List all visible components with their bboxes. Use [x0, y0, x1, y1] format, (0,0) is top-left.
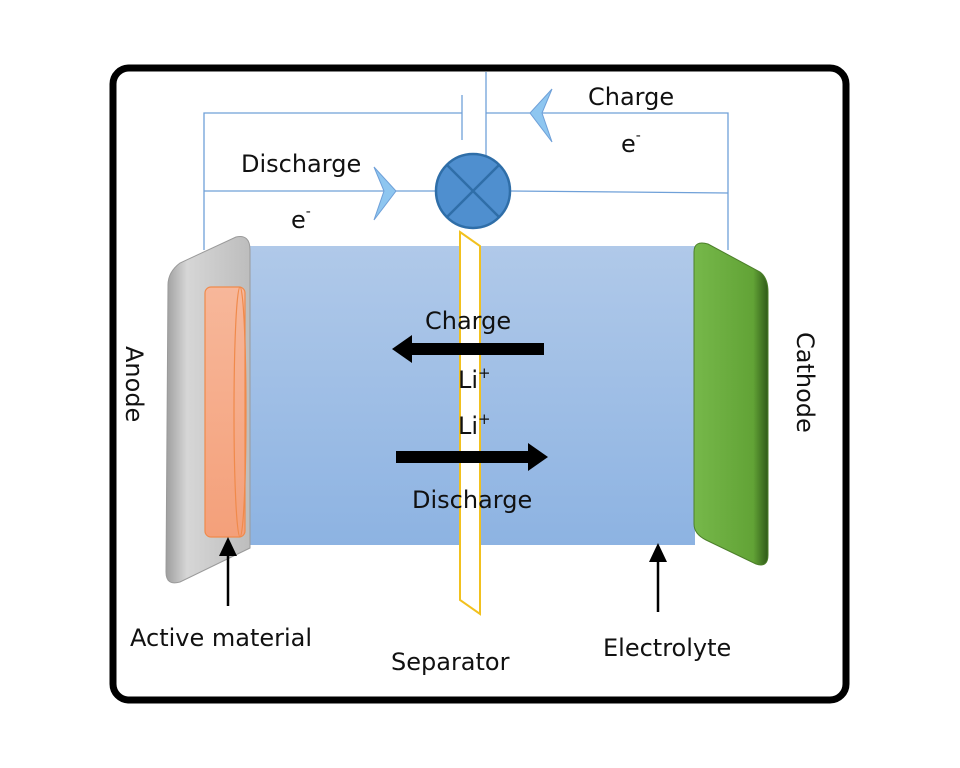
charge-electron-chevron-icon: [529, 88, 553, 143]
ion-2-label: Li+: [458, 410, 491, 440]
cathode-plate: [693, 242, 769, 566]
electrolyte-pointer-icon: [649, 543, 667, 612]
separator: [459, 230, 481, 616]
cathode-label: Cathode: [791, 332, 819, 433]
anode-label: Anode: [120, 346, 148, 422]
ion-charge-sign: +: [478, 410, 491, 428]
top-discharge-label: Discharge: [241, 150, 361, 178]
ion-discharge-label: Discharge: [412, 486, 532, 514]
top-charge-label: Charge: [588, 83, 674, 111]
discharge-ion-arrow-icon: [396, 443, 548, 471]
top-discharge-electron-label: e-: [291, 204, 311, 234]
electron-charge-sign: -: [306, 204, 311, 220]
lithium-symbol: Li: [458, 366, 478, 394]
charge-ion-arrow-icon: [392, 335, 544, 363]
lamp-icon: [434, 152, 512, 230]
external-circuit: [203, 72, 729, 250]
electron-symbol: e: [291, 206, 306, 234]
electron-symbol: e: [621, 130, 636, 158]
ion-charge-sign: +: [478, 364, 491, 382]
top-charge-electron-label: e-: [621, 128, 641, 158]
active-material-pointer-icon: [219, 537, 237, 606]
ion-charge-label: Charge: [425, 307, 511, 335]
ion-1-label: Li+: [458, 364, 491, 394]
discharge-electron-chevron-icon: [373, 166, 397, 221]
electrolyte-label: Electrolyte: [603, 634, 731, 662]
electron-charge-sign: -: [636, 128, 641, 144]
active-material: [204, 286, 247, 538]
active-material-label: Active material: [130, 624, 312, 652]
separator-label: Separator: [391, 648, 510, 676]
lithium-symbol: Li: [458, 412, 478, 440]
